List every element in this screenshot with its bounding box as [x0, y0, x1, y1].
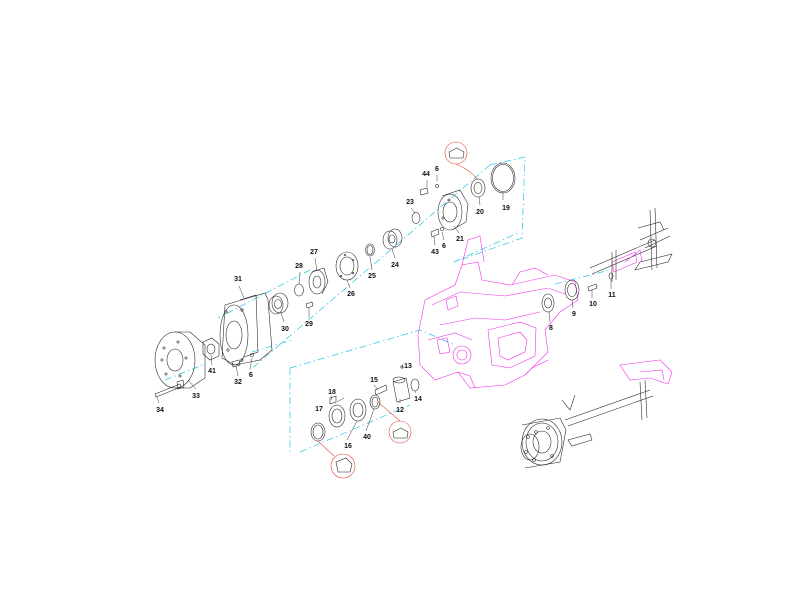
callout-6-mid: 6 — [442, 243, 446, 250]
lower-axle-assembly — [520, 359, 673, 469]
callout-24: 24 — [391, 262, 399, 269]
callout-26: 26 — [347, 291, 355, 298]
part-30 — [271, 292, 289, 314]
detail-circles — [317, 141, 479, 479]
callout-16: 16 — [344, 443, 352, 450]
part-15 — [374, 384, 388, 396]
callout-8: 8 — [549, 325, 553, 332]
part-43 — [430, 228, 440, 238]
callout-33: 33 — [192, 393, 200, 400]
parts-right-side — [541, 272, 614, 313]
part-13 — [400, 365, 404, 369]
part-41 — [202, 337, 220, 361]
callout-41: 41 — [208, 368, 216, 375]
callout-12: 12 — [396, 407, 404, 414]
callout-14: 14 — [414, 396, 422, 403]
part-27 — [308, 269, 326, 295]
axle-housing-highlight — [417, 235, 579, 389]
callout-20: 20 — [476, 209, 484, 216]
part-19 — [490, 162, 516, 194]
parts-hub-group — [154, 292, 273, 398]
callout-23: 23 — [406, 199, 414, 206]
part-11 — [608, 272, 614, 280]
part-16 — [349, 398, 367, 422]
part-44 — [419, 187, 429, 196]
part-10 — [587, 283, 598, 292]
callout-19: 19 — [502, 205, 510, 212]
part-24 — [382, 230, 398, 250]
center-lines — [164, 156, 611, 453]
callout-21: 21 — [456, 236, 464, 243]
parts-lower-center — [310, 365, 420, 442]
part-34 — [154, 383, 182, 398]
callout-27: 27 — [310, 249, 318, 256]
callout-44: 44 — [422, 171, 430, 178]
part-32 — [231, 359, 241, 368]
callout-34: 34 — [156, 407, 164, 414]
callout-labels: 19 20 21 44 6 23 6 43 24 25 26 27 28 29 … — [156, 166, 616, 450]
detail-circle-lower — [330, 453, 356, 479]
part-20 — [470, 178, 486, 198]
part-21 — [437, 193, 463, 231]
leader-lines — [156, 175, 612, 441]
callout-28: 28 — [295, 263, 303, 270]
callout-15: 15 — [370, 377, 378, 384]
callout-25: 25 — [368, 273, 376, 280]
part-23 — [411, 212, 421, 224]
callout-32: 32 — [234, 379, 242, 386]
callout-30: 30 — [281, 326, 289, 333]
part-40 — [369, 394, 381, 410]
callout-17: 17 — [315, 406, 323, 413]
callout-6-top: 6 — [435, 166, 439, 173]
part-29 — [305, 301, 314, 309]
part-6-low — [250, 353, 254, 357]
callout-13: 13 — [404, 363, 412, 370]
callout-10: 10 — [589, 301, 597, 308]
callout-18: 18 — [328, 389, 336, 396]
part-6-top — [435, 184, 439, 188]
upper-axle-shaft — [589, 207, 673, 282]
callout-6-low: 6 — [249, 372, 253, 379]
part-26 — [335, 251, 359, 281]
part-17 — [328, 404, 346, 428]
callout-43: 43 — [431, 249, 439, 256]
part-14 — [410, 378, 420, 392]
part-9 — [564, 279, 580, 301]
parts-upper-row — [268, 162, 516, 315]
part-18 — [329, 395, 337, 405]
part-25 — [365, 243, 375, 257]
callout-31: 31 — [234, 276, 242, 283]
callout-29: 29 — [305, 321, 313, 328]
part-31 — [221, 292, 273, 366]
part-12 — [392, 377, 411, 403]
part-6-mid — [440, 227, 444, 231]
part-28 — [294, 283, 304, 297]
callout-9: 9 — [572, 311, 576, 318]
part-8 — [541, 293, 555, 313]
callout-11: 11 — [608, 292, 616, 299]
callout-40: 40 — [363, 434, 371, 441]
